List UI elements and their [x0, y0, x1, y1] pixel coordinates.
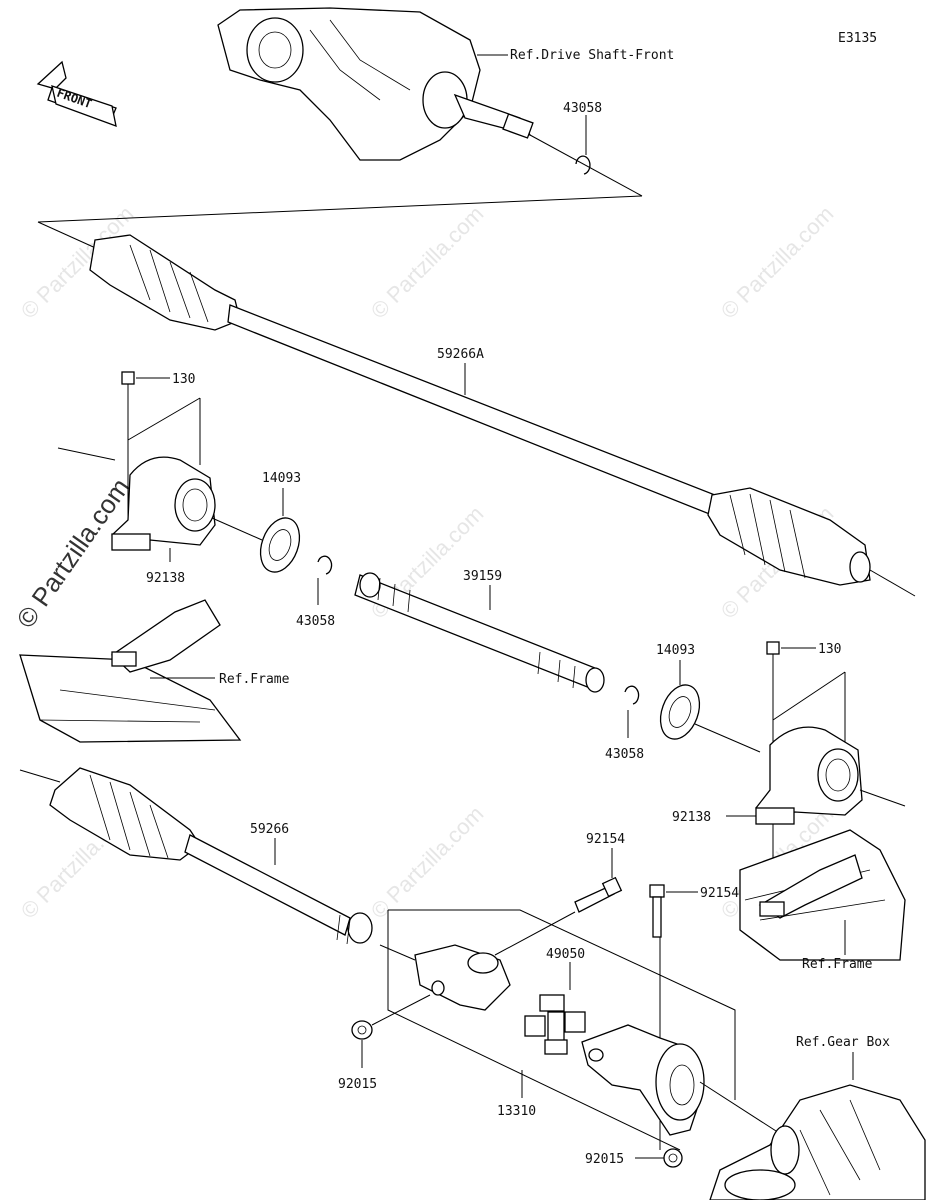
ref-frame-right: Ref.Frame	[802, 957, 873, 972]
bolt-130-right: 130	[766, 641, 841, 668]
flange-yoke	[581, 1024, 705, 1136]
part-label-92015-left: 92015	[338, 1077, 377, 1092]
part-label-14093-right: 14093	[656, 643, 695, 658]
part-label-43058-right: 43058	[605, 747, 644, 762]
part-label-49050: 49050	[546, 947, 585, 962]
ref-gear-box: Ref.Gear Box	[796, 1035, 890, 1050]
gear-box: Ref.Gear Box	[709, 1035, 926, 1200]
part-label-92015-bottom: 92015	[585, 1152, 624, 1167]
part-label-92138-left: 92138	[146, 571, 185, 586]
drive-shaft-59266: 59266	[19, 767, 373, 945]
part-label-59266A: 59266A	[437, 347, 484, 362]
ref-drive-shaft-front: Ref.Drive Shaft-Front	[510, 48, 674, 63]
bearing-bracket-92138-left: 92138	[111, 456, 216, 586]
watermark: © Partzilla.com	[366, 801, 489, 924]
watermark: © Partzilla.com	[366, 201, 489, 324]
part-label-39159: 39159	[463, 569, 502, 584]
nut-92015-bottom: 92015	[585, 1148, 683, 1168]
part-label-43058-left: 43058	[296, 614, 335, 629]
part-label-130-right: 130	[818, 642, 841, 657]
bearing-bracket-92138-right: 92138	[672, 726, 863, 825]
washer-14093-right: 14093	[656, 643, 701, 740]
watermark: © Partzilla.com	[716, 201, 839, 324]
part-label-14093-left: 14093	[262, 471, 301, 486]
part-label-130-left: 130	[172, 372, 195, 387]
frame-left: Ref.Frame	[19, 599, 290, 743]
ref-frame-left: Ref.Frame	[219, 672, 290, 687]
front-drive-housing	[217, 7, 534, 161]
circlip-43058-left: 43058	[296, 555, 335, 629]
nut-92015-left: 92015	[338, 1020, 377, 1092]
part-label-92154-a: 92154	[586, 832, 625, 847]
washer-14093-left: 14093	[259, 471, 301, 573]
bolt-92154-a: 92154	[574, 832, 625, 913]
diagram-code: E3135	[838, 31, 877, 46]
circlip-43058-right: 43058	[605, 685, 644, 762]
part-label-13310: 13310	[497, 1104, 536, 1119]
yoke-left	[379, 944, 511, 1011]
cross-joint-49050: 49050	[524, 947, 586, 1055]
shaft-39159: 39159	[354, 569, 605, 693]
part-label-92138-right: 92138	[672, 810, 711, 825]
frame-right: Ref.Frame	[739, 829, 906, 972]
universal-joint-box-13310: 13310	[387, 909, 736, 1151]
bolt-130-left: 130	[121, 371, 195, 398]
part-label-43058-top: 43058	[563, 101, 602, 116]
front-arrow-icon: FRONT	[36, 60, 117, 128]
bolt-92154-b: 92154	[649, 884, 739, 938]
drive-shaft-59266A: 59266A	[37, 221, 916, 597]
watermark-dark: © Partzilla.com	[10, 473, 135, 634]
circlip-43058-top: 43058	[563, 101, 602, 175]
part-label-59266: 59266	[250, 822, 289, 837]
part-label-92154-b: 92154	[700, 886, 739, 901]
